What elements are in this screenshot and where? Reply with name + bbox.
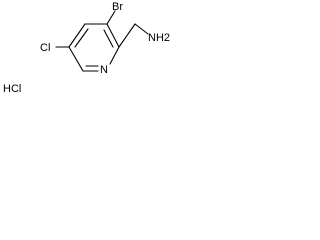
bromine-atom-label: Br (112, 1, 123, 13)
pyridine-ring (68, 23, 120, 72)
bond-c3-c2-inner (103, 29, 114, 48)
hydrochloride-salt-label: HCl (3, 83, 21, 95)
ring-nitrogen-atom-label: N (100, 64, 108, 76)
bond-ch2-n (134, 23, 149, 35)
chemical-structure-diagram: Cl Br N NH2 HCl (3, 1, 170, 95)
bond-c5-c4-inner (74, 28, 89, 48)
bond-c5-c4 (68, 23, 86, 48)
bond-c2-n (109, 46, 120, 65)
chlorine-atom-label: Cl (40, 42, 50, 54)
amine-group-label: NH2 (148, 32, 170, 44)
bond-c2-ch2 (118, 23, 136, 48)
bond-c3-c2 (106, 23, 120, 48)
bond-c3-br (106, 10, 116, 25)
bond-c6-c5 (68, 46, 84, 72)
